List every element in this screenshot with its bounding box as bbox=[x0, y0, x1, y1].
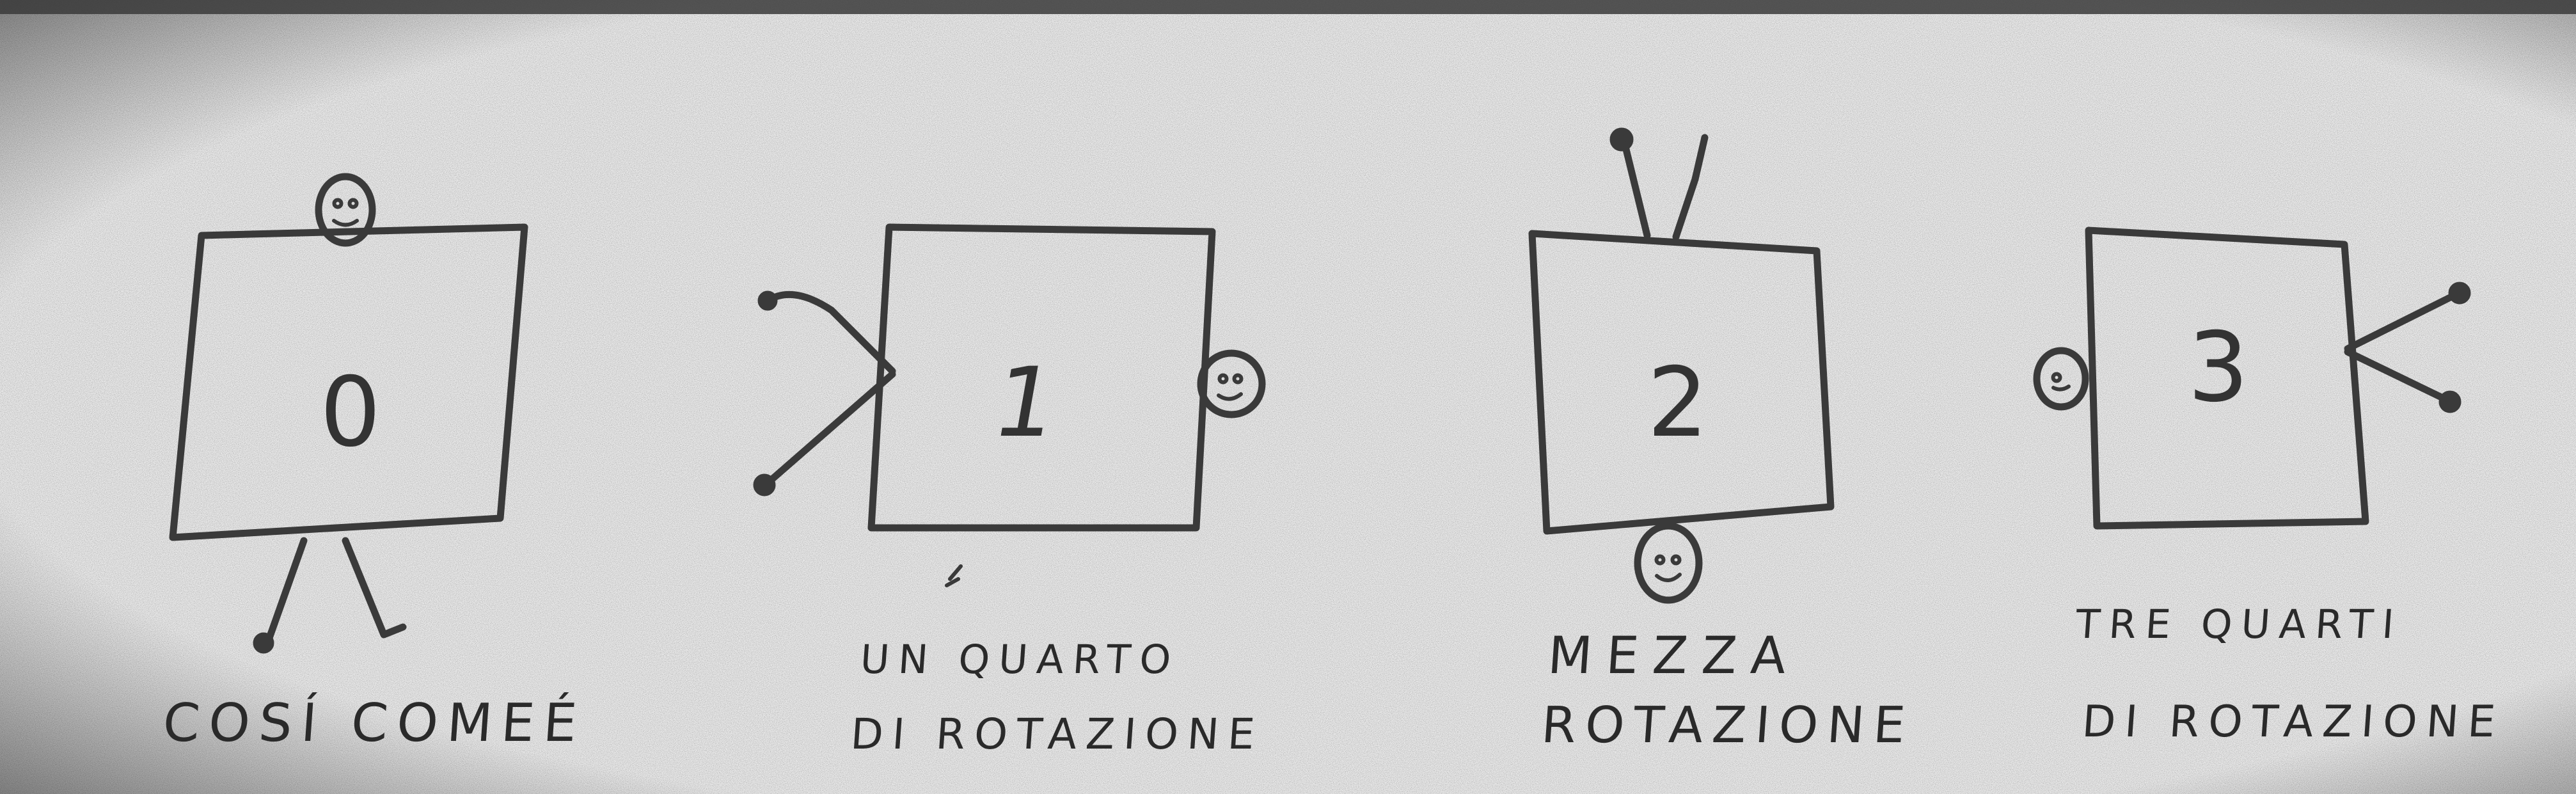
figure-2 bbox=[1528, 127, 1835, 604]
figure-1-caption-line-1: UN QUARTO bbox=[858, 636, 1181, 683]
figure-0-legs bbox=[253, 537, 407, 654]
top-edge-shadow bbox=[0, 0, 2576, 14]
figure-1-body bbox=[867, 223, 1216, 532]
figure-2-body bbox=[1528, 230, 1835, 535]
figure-2-caption-line-1: MEZZA bbox=[1545, 626, 1803, 685]
figure-2-caption-line-2: ROTAZIONE bbox=[1539, 697, 1916, 754]
figure-2-head bbox=[1634, 522, 1703, 604]
figure-3-head bbox=[2033, 347, 2089, 411]
figure-3-number: 3 bbox=[2188, 312, 2249, 424]
figure-1-head bbox=[1197, 349, 1266, 418]
figure-3-legs bbox=[2344, 282, 2471, 413]
figure-1 bbox=[753, 223, 1266, 532]
figure-0-number: 0 bbox=[320, 357, 381, 468]
figure-3-body bbox=[2085, 226, 2369, 530]
figure-1-caption-line-2: DI ROTAZIONE bbox=[849, 710, 1265, 759]
figure-1-legs bbox=[753, 290, 896, 496]
figure-0-head bbox=[315, 173, 376, 247]
stray-mark bbox=[945, 564, 963, 587]
figure-2-number: 2 bbox=[1647, 347, 1709, 459]
figure-3-caption-line-2: DI ROTAZIONE bbox=[2080, 697, 2506, 747]
figure-0 bbox=[169, 173, 528, 654]
figure-3 bbox=[2033, 226, 2471, 530]
figure-3-caption-line-1: TRE QUARTI bbox=[2074, 601, 2405, 647]
figure-2-legs bbox=[1609, 127, 1709, 241]
figure-0-body bbox=[169, 223, 528, 541]
figure-0-caption: COSÍ COMEÉ bbox=[161, 693, 588, 754]
